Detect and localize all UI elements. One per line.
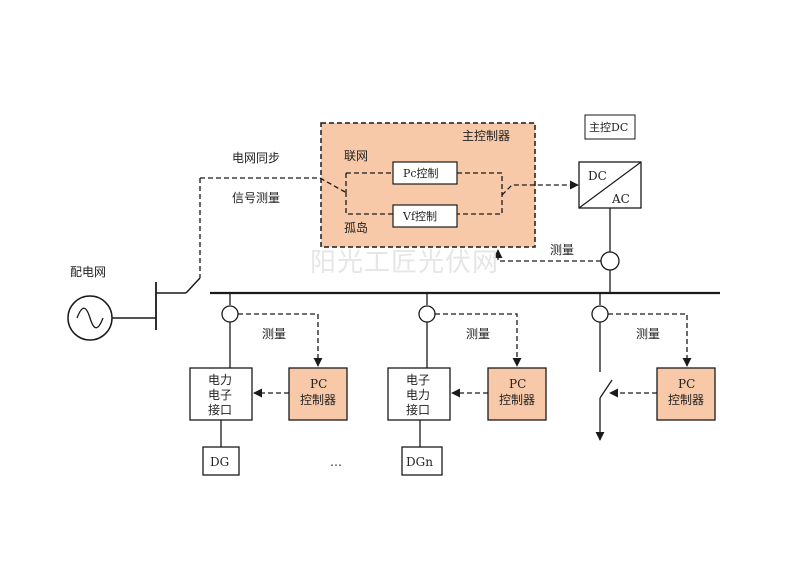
branch2-measure-ct [418, 305, 436, 323]
branch3-switch-blade [599, 379, 613, 399]
signal-measure-label: 信号测量 [232, 191, 280, 205]
branch1-interface-line2: 电子 [208, 388, 232, 402]
branch1-dg-box [202, 446, 240, 476]
power-grid-label: 配电网 [70, 265, 106, 279]
branch3-pc-controller [656, 367, 716, 421]
controller-dashed-links [200, 172, 579, 215]
converter-measure-ct [600, 251, 620, 271]
branch3-pc-label1: PC [678, 377, 695, 391]
converter-measure-label: 测量 [550, 243, 574, 257]
branch2-interface-line3: 接口 [406, 402, 430, 417]
converter-measure-line [493, 249, 601, 262]
sine-wave-icon [76, 307, 104, 329]
branch2-dg-label: DGn [406, 455, 433, 469]
branch2-measure-line [435, 313, 522, 367]
branch1-pc-controller [288, 367, 348, 421]
vf-control-box [392, 204, 458, 228]
branch1-interface-line3: 接口 [208, 402, 232, 417]
branch1-pc-label1: PC [310, 377, 327, 391]
ellipsis: … [330, 455, 342, 469]
branch1-interface-line1: 电力 [208, 373, 232, 387]
branch3-measure-label: 测量 [636, 327, 660, 341]
branch2-pc-label1: PC [509, 377, 526, 391]
branch1-pc-label2: 控制器 [300, 393, 336, 407]
vf-control-label: Vf控制 [402, 209, 437, 223]
branch3-measure-ct [591, 305, 609, 323]
branch1-interface [189, 367, 253, 421]
branch2-pc-label2: 控制器 [499, 393, 535, 407]
branch2-interface [387, 367, 451, 421]
island-label: 孤岛 [344, 220, 368, 235]
branch1-measure-label: 测量 [262, 327, 286, 341]
main-controller-label: 主控制器 [462, 129, 510, 143]
branch2-measure-label: 测量 [466, 327, 490, 341]
pc-control-label: Pc控制 [403, 166, 439, 180]
branch1-measure-ct [221, 305, 239, 323]
main-dc-box [584, 114, 636, 140]
converter-dc-label: DC [588, 169, 607, 183]
converter-ac-label: AC [611, 192, 630, 206]
converter-diagonal [578, 161, 642, 209]
branch2-interface-line2: 电力 [406, 388, 430, 402]
grid-switch-blade [185, 277, 201, 294]
branch1-dg-label: DG [210, 455, 229, 469]
branch1-measure-line [238, 313, 323, 367]
main-dc-label: 主控DC [589, 120, 628, 134]
grid-sync-label: 电网同步 [232, 151, 280, 165]
branch2-dg-box [401, 446, 443, 476]
branch2-interface-line1: 电子 [406, 373, 430, 387]
branch2-pc-controller [487, 367, 547, 421]
branch3-measure-line [608, 313, 692, 367]
watermark: 阳光工匠光伏网 [310, 248, 499, 278]
branch3-pc-label2: 控制器 [668, 393, 704, 407]
grid-connected-label: 联网 [344, 149, 368, 163]
